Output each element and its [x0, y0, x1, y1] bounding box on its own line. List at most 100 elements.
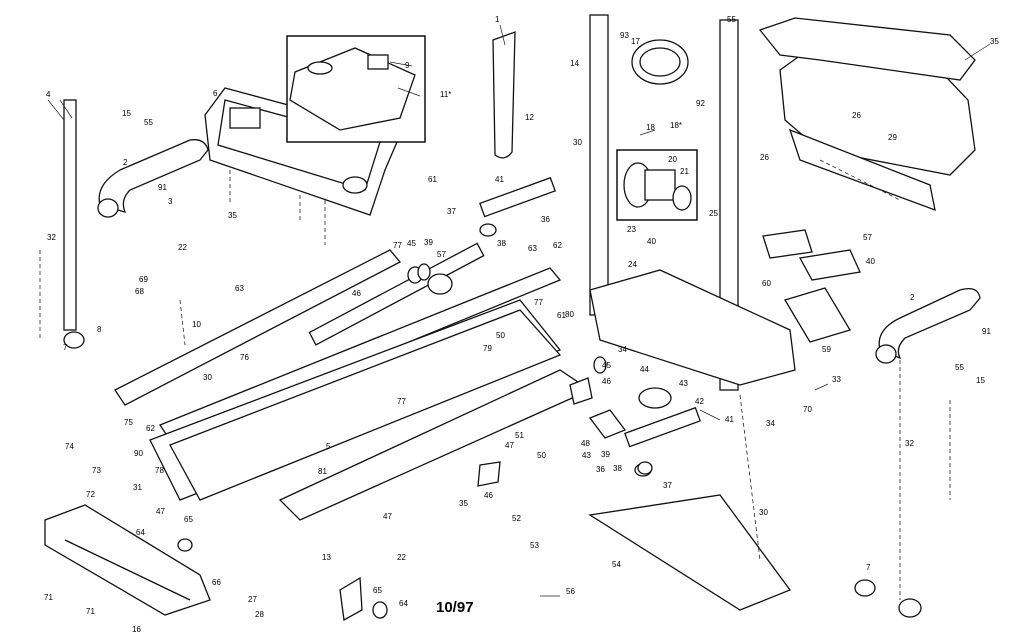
- misc-brackets: [177, 263, 672, 622]
- callout-92: 92: [696, 99, 705, 108]
- callout-63: 63: [235, 284, 244, 293]
- callout-55c: 55: [955, 363, 964, 372]
- callout-61: 61: [428, 175, 437, 184]
- callout-19: 18*: [670, 121, 682, 130]
- callout-47: 47: [156, 507, 165, 516]
- callout-15: 15: [122, 109, 131, 118]
- base-frame: [44, 504, 211, 616]
- callout-43b: 43: [582, 451, 591, 460]
- callout-46c: 46: [484, 491, 493, 500]
- callout-18: 18: [646, 123, 655, 132]
- callout-74: 74: [65, 442, 74, 451]
- callout-31: 31: [133, 483, 142, 492]
- callout-40: 40: [647, 237, 656, 246]
- callout-41: 41: [495, 175, 504, 184]
- callout-68: 68: [135, 287, 144, 296]
- controller-board: [762, 229, 861, 343]
- callout-73: 73: [92, 466, 101, 475]
- callout-55: 55: [144, 118, 153, 127]
- callout-42: 42: [695, 397, 704, 406]
- callout-32: 32: [47, 233, 56, 242]
- callout-39: 39: [424, 238, 433, 247]
- hood-bracket: [788, 128, 936, 212]
- callout-78: 78: [155, 466, 164, 475]
- callout-45b: 45: [602, 361, 611, 370]
- assembly-lines: [39, 159, 951, 600]
- callout-50b: 50: [537, 451, 546, 460]
- left-handrail: [97, 139, 209, 218]
- left-upright-post: [47, 99, 85, 349]
- callout-55b: 55: [727, 15, 736, 24]
- callout-15b: 15: [976, 376, 985, 385]
- part-callouts: 1 2 2 3 4 5 6 7 7 8 9 10 11* 12 13 14 15…: [44, 15, 999, 634]
- callout-23: 23: [627, 225, 636, 234]
- callout-52: 52: [512, 514, 521, 523]
- callout-30b: 30: [203, 373, 212, 382]
- motor-inset: [616, 149, 698, 221]
- callout-90: 90: [134, 449, 143, 458]
- callout-7b: 7: [866, 563, 871, 572]
- callout-2b: 2: [910, 293, 915, 302]
- callout-26: 26: [852, 111, 861, 120]
- motor-pan-plate: [588, 494, 792, 611]
- callout-37: 37: [447, 207, 456, 216]
- callout-81: 80: [565, 310, 574, 319]
- callout-45: 45: [407, 239, 416, 248]
- callout-47b: 47: [383, 512, 392, 521]
- incline-tube-lower: [624, 406, 701, 477]
- callout-28: 28: [255, 610, 264, 619]
- callout-76: 76: [240, 353, 249, 362]
- callout-12: 12: [525, 113, 534, 122]
- callout-34: 34: [618, 345, 627, 354]
- callout-57: 57: [863, 233, 872, 242]
- callout-65: 65: [184, 515, 193, 524]
- callout-46b: 46: [602, 377, 611, 386]
- console-housing: [204, 87, 401, 216]
- callout-39b: 39: [601, 450, 610, 459]
- callout-57b: 57: [437, 250, 446, 259]
- callout-13: 13: [322, 553, 331, 562]
- callout-56: 56: [566, 587, 575, 596]
- callout-8: 8: [97, 325, 102, 334]
- callout-59: 59: [822, 345, 831, 354]
- callout-35c: 35: [459, 499, 468, 508]
- callout-66: 66: [212, 578, 221, 587]
- callout-35: 35: [228, 211, 237, 220]
- callout-51: 51: [515, 431, 524, 440]
- callout-77: 77: [393, 241, 402, 250]
- callout-30: 30: [573, 138, 582, 147]
- callout-27: 27: [248, 595, 257, 604]
- callout-82: 81: [318, 467, 327, 476]
- walking-belt: [169, 309, 562, 501]
- callout-21: 21: [680, 167, 689, 176]
- callout-36: 36: [541, 215, 550, 224]
- callout-2: 2: [123, 158, 128, 167]
- incline-tube-upper: [479, 176, 556, 237]
- callout-26b: 26: [760, 153, 769, 162]
- callout-leaders: [59, 24, 991, 597]
- callout-10: 10: [192, 320, 201, 329]
- callout-30c: 30: [759, 508, 768, 517]
- callout-91: 91: [158, 183, 167, 192]
- callout-60: 60: [762, 279, 771, 288]
- callout-35b: 35: [990, 37, 999, 46]
- callout-54: 54: [612, 560, 621, 569]
- callout-34b: 34: [766, 419, 775, 428]
- callout-17: 17: [631, 37, 640, 46]
- callout-24: 24: [628, 260, 637, 269]
- callout-16: 16: [132, 625, 141, 634]
- leveler-feet: [854, 579, 922, 618]
- callout-3: 3: [168, 197, 173, 206]
- callout-77b: 77: [534, 298, 543, 307]
- callout-41b: 41: [725, 415, 734, 424]
- callout-72: 72: [86, 490, 95, 499]
- callout-91b: 91: [982, 327, 991, 336]
- console-overlay-inset: [286, 35, 426, 143]
- callout-61b: 61: [557, 311, 566, 320]
- callout-93: 93: [620, 31, 629, 40]
- callout-64b: 64: [399, 599, 408, 608]
- callout-7: 7: [63, 343, 68, 352]
- callout-38: 38: [497, 239, 506, 248]
- callout-77c: 77: [397, 397, 406, 406]
- callout-44: 44: [640, 365, 649, 374]
